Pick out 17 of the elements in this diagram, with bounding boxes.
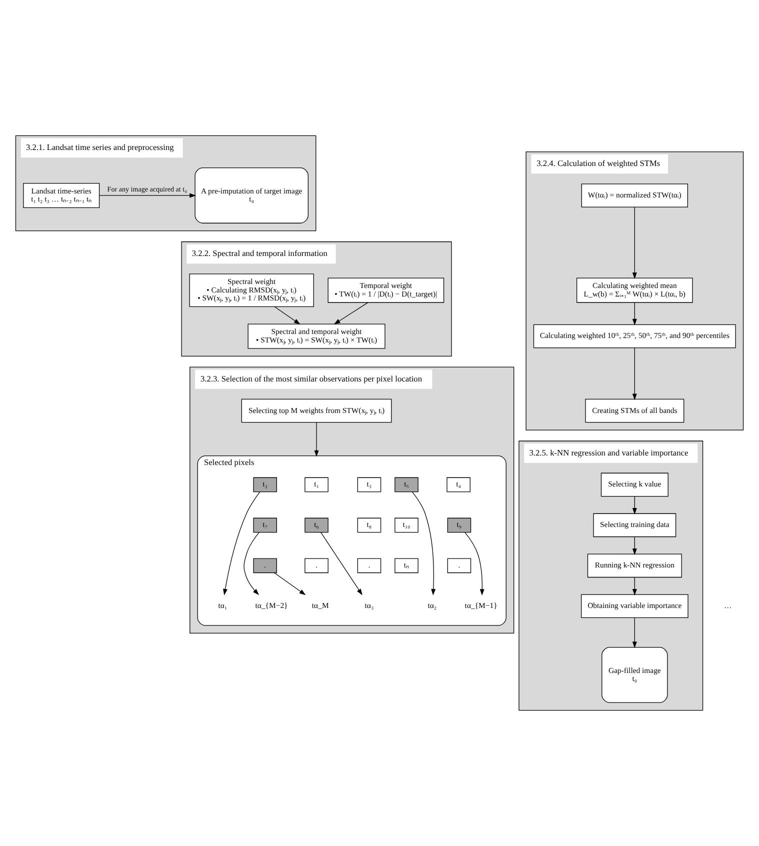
arrow: [223, 492, 260, 596]
arrow: [632, 206, 637, 279]
arrow: [99, 193, 196, 198]
arrow: [274, 572, 306, 596]
arrow: [244, 532, 260, 596]
arrow: [320, 532, 362, 596]
arrow: [464, 532, 484, 596]
arrow: [334, 302, 368, 324]
arrow: [632, 536, 637, 555]
arrow: [632, 348, 637, 400]
arrow: [632, 577, 637, 596]
arrow: [314, 422, 319, 457]
arrow: [632, 618, 637, 648]
arrow: [274, 306, 300, 324]
arrow: [632, 302, 637, 326]
arrow: [412, 491, 436, 596]
arrow: [632, 496, 637, 514]
